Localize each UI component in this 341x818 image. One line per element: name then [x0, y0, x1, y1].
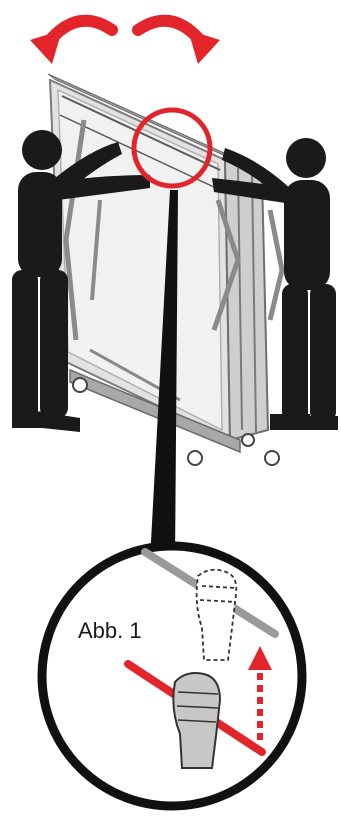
rotate-right-arrow-icon [138, 21, 220, 64]
rotate-left-arrow-icon [30, 21, 112, 64]
hand-grip-icon [173, 673, 220, 768]
detail-label: Abb. 1 [78, 618, 142, 644]
detail-view [42, 546, 302, 806]
